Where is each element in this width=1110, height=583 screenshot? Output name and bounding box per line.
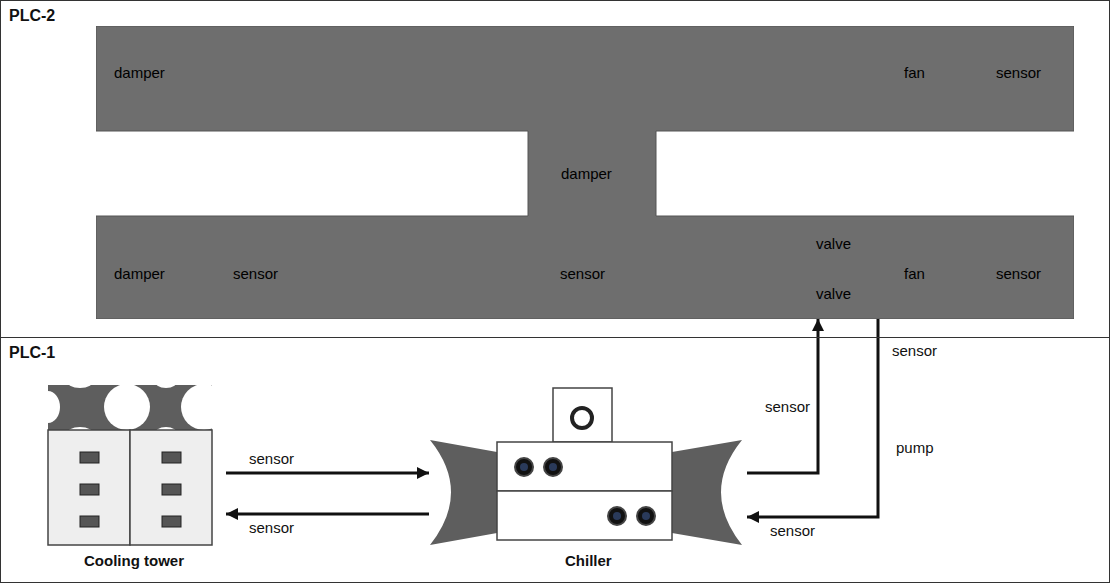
flow-arrow: [226, 513, 429, 516]
cooling-tower: Cooling tower: [41, 379, 226, 574]
equipment-caption: Chiller: [565, 552, 612, 570]
edge-label: sensor: [247, 450, 296, 468]
edge-label: sensor: [247, 519, 296, 537]
chiller-figure: [430, 388, 742, 545]
pipe-label: sensor: [890, 342, 939, 360]
flow-arrow: [747, 319, 878, 517]
component-label: damper: [561, 165, 612, 183]
component-label: fan: [904, 64, 925, 82]
component-label: sensor: [996, 64, 1041, 82]
edge-label: pump: [894, 439, 936, 457]
component-label: damper: [114, 64, 165, 82]
edge-label: sensor: [763, 398, 812, 416]
component-label: damper: [114, 265, 165, 283]
pipe-label: sensor: [768, 522, 817, 540]
component-label: valve: [816, 235, 851, 253]
component-label: sensor: [560, 265, 605, 283]
plc-heading: PLC-1: [9, 343, 55, 362]
flow-arrow: [226, 472, 429, 475]
cooling-tower-figure: [36, 372, 227, 545]
equipment-caption: Cooling tower: [84, 552, 184, 570]
component-label: sensor: [233, 265, 278, 283]
component-label: valve: [816, 285, 851, 303]
air-duct: damper fan sensor damper valve damper sensor se…: [96, 26, 1074, 319]
chiller: Chiller: [429, 386, 747, 574]
component-label: fan: [904, 265, 925, 283]
plc-heading: PLC-2: [9, 6, 55, 25]
plc-region: PLC-2 damper fan sensor damper valve damper sen…: [0, 0, 1110, 338]
flow-arrow: [747, 319, 818, 473]
component-label: sensor: [996, 265, 1041, 283]
plc-region: PLC-1Cooling tower Chiller: [0, 337, 1110, 583]
